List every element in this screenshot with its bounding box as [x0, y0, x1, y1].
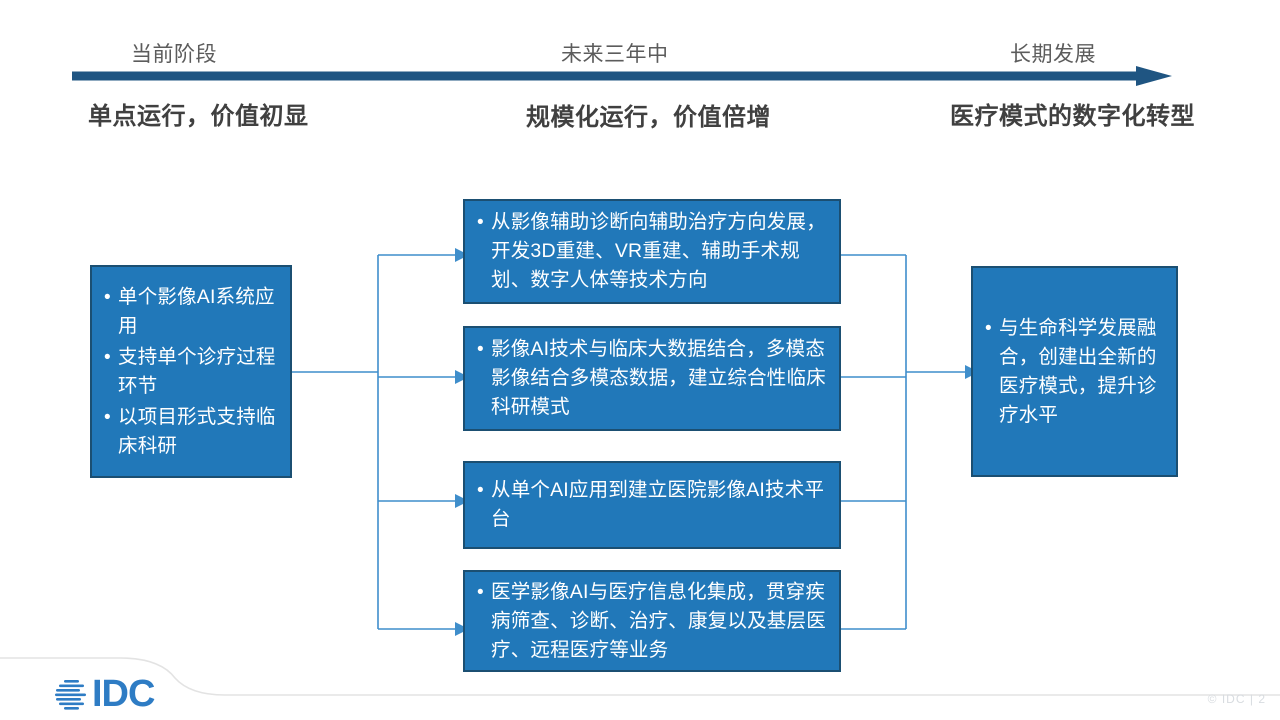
- list-item: • 影像AI技术与临床大数据结合，多模态影像结合多模态数据，建立综合性临床科研模…: [465, 335, 839, 422]
- timeline-stage-subtitle-3: 医疗模式的数字化转型: [950, 103, 1195, 130]
- idc-logo: IDC: [52, 672, 155, 716]
- footer-divider: [0, 657, 1280, 696]
- bullet-icon: •: [477, 339, 484, 360]
- timeline-arrow-icon: [72, 66, 1172, 86]
- flow-box-future-2[interactable]: • 影像AI技术与临床大数据结合，多模态影像结合多模态数据，建立综合性临床科研模…: [463, 326, 841, 431]
- timeline-stage-label-3: 长期发展: [1010, 43, 1096, 66]
- page-number: 2: [1258, 692, 1266, 706]
- bullet-icon: •: [477, 480, 484, 501]
- timeline-stage-subtitle-1: 单点运行，价值初显: [88, 103, 309, 130]
- list-item-text: 支持单个诊疗过程环节: [118, 345, 276, 397]
- bullet-icon: •: [104, 286, 111, 308]
- footer-credit-text: © IDC |: [1207, 692, 1254, 706]
- timeline-stage-label-2: 未来三年中: [561, 43, 669, 66]
- list-item-text: 从影像辅助诊断向辅助治疗方向发展，开发3D重建、VR重建、辅助手术规划、数字人体…: [491, 211, 826, 291]
- idc-wordmark: IDC: [92, 673, 155, 715]
- bullet-icon: •: [477, 581, 484, 603]
- list-item: • 从单个AI应用到建立医院影像AI技术平台: [465, 476, 839, 534]
- timeline-stage-subtitle-2: 规模化运行，价值倍增: [526, 104, 771, 131]
- bullet-icon: •: [104, 346, 111, 368]
- list-item-text: 从单个AI应用到建立医院影像AI技术平台: [491, 479, 825, 530]
- flow-box-current-stage[interactable]: • 单个影像AI系统应用 • 支持单个诊疗过程环节 • 以项目形式支持临床科研: [90, 265, 292, 478]
- footer-credit: © IDC | 2: [1208, 692, 1266, 706]
- list-item: • 支持单个诊疗过程环节: [92, 343, 290, 401]
- list-item-text: 与生命科学发展融合，创建出全新的医疗模式，提升诊疗水平: [999, 316, 1157, 426]
- list-item-text: 影像AI技术与临床大数据结合，多模态影像结合多模态数据，建立综合性临床科研模式: [491, 338, 826, 418]
- bullet-icon: •: [477, 212, 484, 233]
- list-item: • 从影像辅助诊断向辅助治疗方向发展，开发3D重建、VR重建、辅助手术规划、数字…: [465, 208, 839, 295]
- bullet-icon: •: [985, 317, 992, 339]
- globe-icon: [55, 680, 86, 710]
- bullet-icon: •: [104, 406, 111, 428]
- flow-box-future-1[interactable]: • 从影像辅助诊断向辅助治疗方向发展，开发3D重建、VR重建、辅助手术规划、数字…: [463, 199, 841, 304]
- list-item: • 以项目形式支持临床科研: [92, 403, 290, 461]
- flow-box-long-term[interactable]: • 与生命科学发展融合，创建出全新的医疗模式，提升诊疗水平: [971, 266, 1178, 477]
- flow-box-future-4[interactable]: • 医学影像AI与医疗信息化集成，贯穿疾病筛查、诊断、治疗、康复以及基层医疗、远…: [463, 570, 841, 672]
- list-item-text: 医学影像AI与医疗信息化集成，贯穿疾病筛查、诊断、治疗、康复以及基层医疗、远程医…: [491, 580, 826, 661]
- list-item-text: 单个影像AI系统应用: [118, 285, 275, 337]
- list-item: • 与生命科学发展融合，创建出全新的医疗模式，提升诊疗水平: [973, 314, 1176, 430]
- list-item: • 医学影像AI与医疗信息化集成，贯穿疾病筛查、诊断、治疗、康复以及基层医疗、远…: [465, 578, 839, 665]
- flow-box-future-3[interactable]: • 从单个AI应用到建立医院影像AI技术平台: [463, 461, 841, 549]
- list-item-text: 以项目形式支持临床科研: [118, 405, 276, 457]
- list-item: • 单个影像AI系统应用: [92, 283, 290, 341]
- timeline-stage-label-1: 当前阶段: [131, 43, 217, 66]
